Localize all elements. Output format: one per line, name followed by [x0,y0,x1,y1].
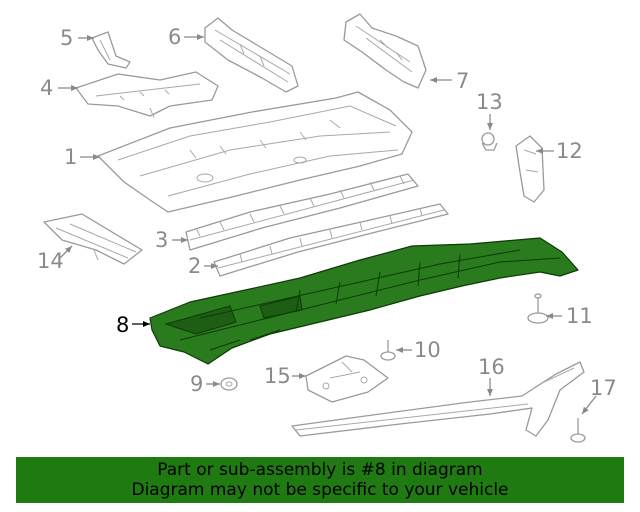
part-3-side-rail[interactable] [185,173,419,251]
part-13-clip[interactable] [481,132,498,151]
part-17-bolt[interactable] [570,418,586,443]
callout-3: 3 [155,228,168,252]
part-5-bracket[interactable] [91,31,131,69]
callout-7: 7 [456,69,469,93]
part-10-bolt[interactable] [380,340,396,361]
callout-2: 2 [188,254,201,278]
callout-12: 12 [556,139,583,163]
callout-8: 8 [116,313,129,337]
part-4-cross-member[interactable] [75,71,219,119]
part-11-bolt[interactable] [527,293,549,324]
part-6-side-member[interactable] [204,17,299,93]
callout-1: 1 [64,145,77,169]
callout-11: 11 [566,304,593,328]
callout-14: 14 [37,249,64,273]
info-banner: Part or sub-assembly is #8 in diagram Di… [16,457,624,503]
part-1-floor-pan[interactable] [97,91,413,213]
part-8-under-cover[interactable] [149,237,579,365]
leader-17 [581,395,597,415]
callout-13: 13 [476,90,503,114]
callout-4: 4 [40,76,53,100]
callout-16: 16 [478,355,505,379]
parts-diagram: 5 6 7 4 1 13 12 3 2 14 8 11 10 9 15 16 1… [37,13,617,443]
callout-10: 10 [414,338,441,362]
part-15-bracket-plate[interactable] [305,355,389,403]
callout-5: 5 [60,26,73,50]
banner-line-1: Part or sub-assembly is #8 in diagram [157,460,483,480]
part-2-side-rail[interactable] [213,203,449,277]
callout-17: 17 [590,376,617,400]
part-9-nut[interactable] [220,377,238,391]
part-16-brace[interactable] [291,361,585,437]
callout-6: 6 [168,25,181,49]
part-12-bracket[interactable] [515,135,545,203]
callout-15: 15 [264,364,291,388]
callout-9: 9 [190,372,203,396]
part-7-bracket-assembly[interactable] [343,13,427,89]
leader-14 [59,245,73,259]
part-14-plate[interactable] [43,213,143,265]
banner-line-2: Diagram may not be specific to your vehi… [131,480,509,500]
